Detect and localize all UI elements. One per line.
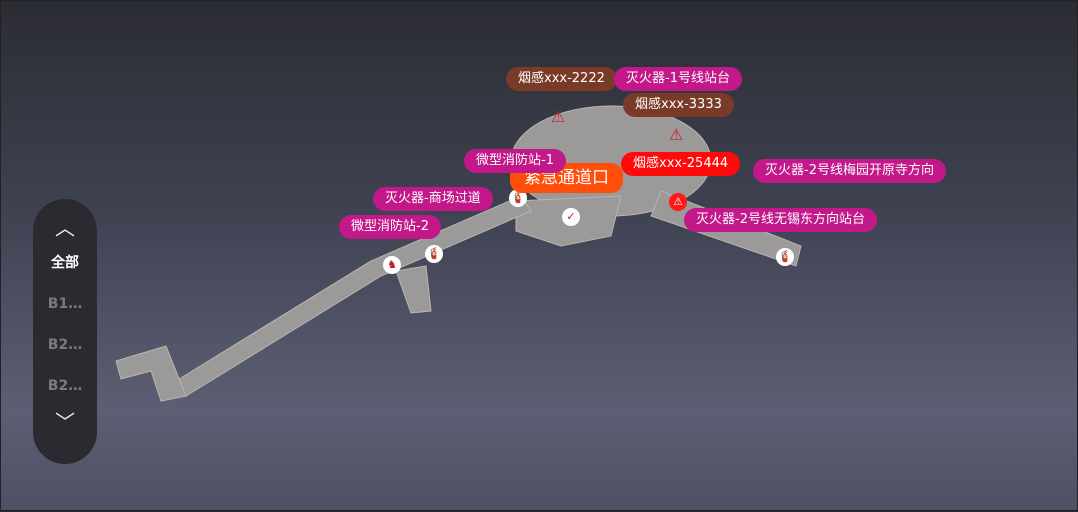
warning-icon[interactable]: ⚠ [551,107,566,126]
extinguisher-icon[interactable]: 🧯 [425,245,443,263]
floor-item-b2-second[interactable]: B2… [47,378,83,394]
extinguisher-label[interactable]: 灭火器-商场过道 [373,187,493,211]
warning-icon[interactable]: ⚠ [669,125,684,144]
extinguisher-icon[interactable]: 🧯 [776,248,794,266]
side-corridor [395,265,432,314]
extinguisher-icon[interactable]: 🧯 [509,189,527,207]
west-end [115,345,187,402]
alarm-smoke-sensor-label[interactable]: 烟感xxx-25444 [621,152,741,176]
alarm-warning-icon[interactable]: ⚠ [669,193,687,211]
floor-item-b2[interactable]: B2… [47,337,83,353]
floor-selector: ︿ 全部 B1… B2… B2… ﹀ [33,199,97,464]
fire-station-icon[interactable]: ♞ [383,256,401,274]
extinguisher-label[interactable]: 灭火器-1号线站台 [614,67,742,91]
emergency-exit-label[interactable]: 紧急通道口 [510,163,623,193]
fire-station-label[interactable]: 微型消防站-2 [339,215,441,239]
smoke-sensor-label[interactable]: 烟感xxx-2222 [506,67,617,91]
fire-station-label[interactable]: 微型消防站-1 [464,149,566,173]
floor-item-b1[interactable]: B1… [47,296,83,312]
chevron-down-icon[interactable]: ﹀ [55,410,75,434]
shield-icon[interactable]: ✓ [562,208,580,226]
floor-item-all[interactable]: 全部 [51,255,79,271]
extinguisher-label[interactable]: 灭火器-2号线梅园开原寺方向 [753,159,946,183]
chevron-up-icon[interactable]: ︿ [55,216,75,240]
extinguisher-label[interactable]: 灭火器-2号线无锡东方向站台 [684,208,877,232]
smoke-sensor-label[interactable]: 烟感xxx-3333 [623,93,734,117]
